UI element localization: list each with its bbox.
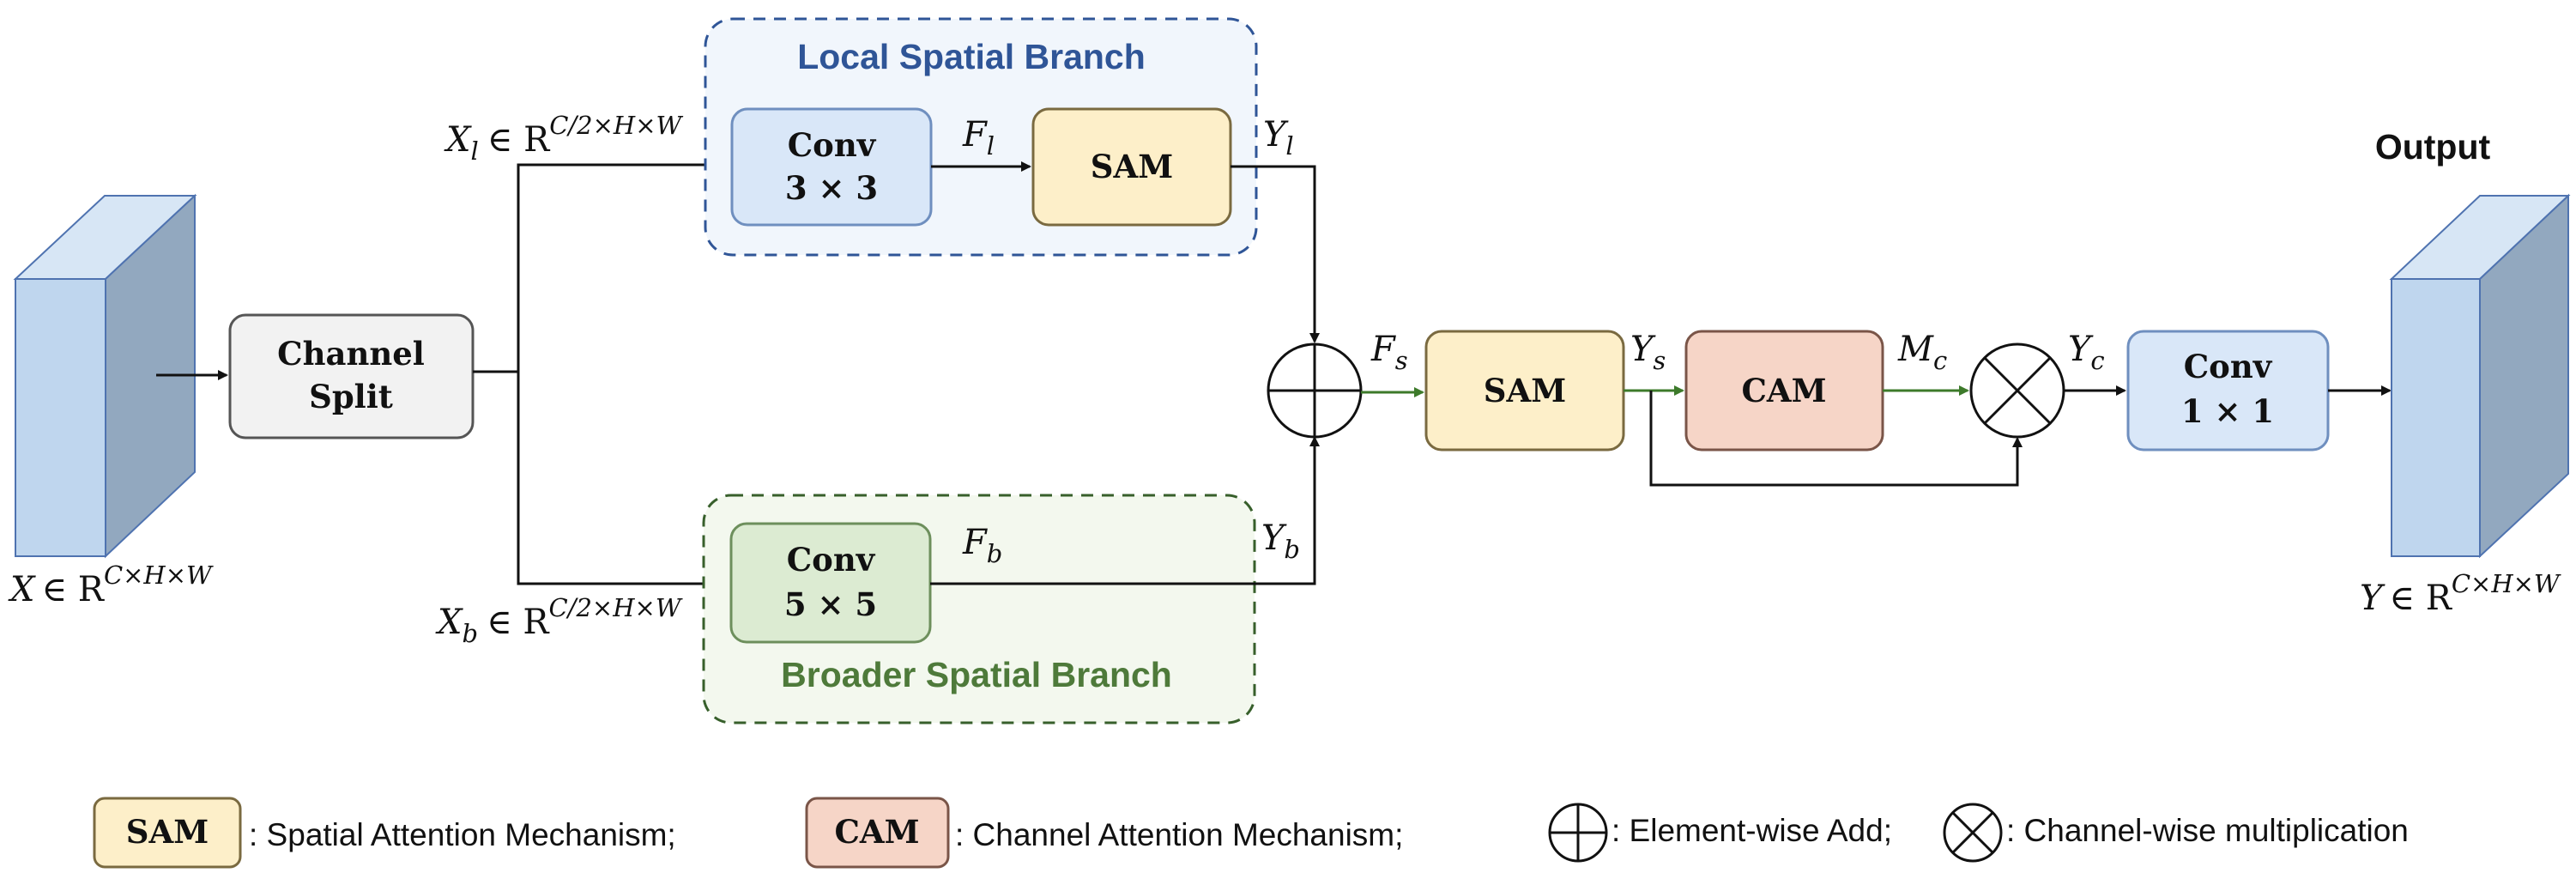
arrow-split-to-broader: [517, 372, 729, 589]
legend-sam-key-box: [93, 797, 242, 869]
fusion-sam-label: SAM: [1484, 372, 1566, 409]
arrow-ys-skip-to-mul: [1649, 391, 2023, 487]
legend-cam-text: : Channel Attention Mechanism;: [955, 817, 1403, 852]
element-wise-add-node: [1267, 342, 1363, 439]
yl-label: Yl: [1263, 115, 1294, 161]
xl-input-label: Xl∈ RC/2×H×W: [444, 111, 684, 166]
conv3x3-label-line1: Conv: [788, 126, 877, 164]
output-feature-cube: [2389, 193, 2571, 559]
conv5x5-label-line2: 5 × 5: [784, 585, 877, 623]
mc-label: Mc: [1897, 330, 1947, 375]
output-label: Y∈ RC×H×W: [2360, 569, 2561, 618]
legend-cam-key-box: [805, 797, 950, 869]
mul-cross-b: [1983, 356, 2052, 425]
channel-split-label-line2: Split: [309, 378, 393, 415]
arrow-split-to-local: [473, 160, 727, 373]
input-cube-front: [15, 278, 106, 557]
broader-branch-title: Broader Spatial Branch: [781, 655, 1172, 694]
yb-label: Yb: [1261, 518, 1300, 564]
legend-add-text: : Element-wise Add;: [1612, 813, 1892, 848]
legend-sam-key-label: SAM: [126, 813, 209, 851]
local-branch-title: Local Spatial Branch: [797, 37, 1146, 76]
cam-label: CAM: [1741, 372, 1826, 409]
input-label: X∈ RC×H×W: [8, 561, 214, 609]
legend-mul-icon-b: [1951, 811, 1994, 854]
input-feature-cube: [13, 193, 197, 559]
fl-label: Fl: [962, 115, 995, 161]
xb-input-label: Xb∈ RC/2×H×W: [435, 593, 683, 648]
legend-sam-text: : Spatial Attention Mechanism;: [249, 817, 676, 852]
channel-split-box: [228, 313, 475, 439]
yc-label: Yc: [2068, 330, 2105, 375]
output-cube-front: [2391, 278, 2481, 557]
legend-mul-text: : Channel-wise multiplication: [2006, 813, 2409, 848]
conv5x5-label-line1: Conv: [787, 541, 876, 579]
ys-label: Ys: [1630, 330, 1666, 375]
channel-split-label-line1: Channel: [277, 335, 425, 373]
conv1x1-label-line1: Conv: [2184, 348, 2273, 385]
conv1x1-label-line2: 1 × 1: [2181, 392, 2274, 430]
local-spatial-branch: Local Spatial Branch Conv 3 × 3 Fl SAM: [704, 17, 1258, 257]
legend-cam-key-label: CAM: [834, 813, 919, 851]
broader-spatial-branch: Conv 5 × 5 Broader Spatial Branch Fb: [702, 494, 1256, 724]
fs-label: Fs: [1370, 330, 1408, 375]
conv3x3-label-line2: 3 × 3: [785, 169, 878, 207]
legend: SAM : Spatial Attention Mechanism; CAM :…: [93, 797, 2409, 869]
arrow-yb-to-add: [930, 436, 1320, 585]
fb-label: Fb: [962, 523, 1002, 568]
arrow-yl-to-add: [1231, 165, 1320, 343]
channel-split-block: Channel Split: [228, 313, 475, 439]
output-title: Output: [2375, 127, 2491, 167]
local-sam-label: SAM: [1091, 148, 1173, 185]
channel-wise-mul-node: [1969, 342, 2065, 439]
